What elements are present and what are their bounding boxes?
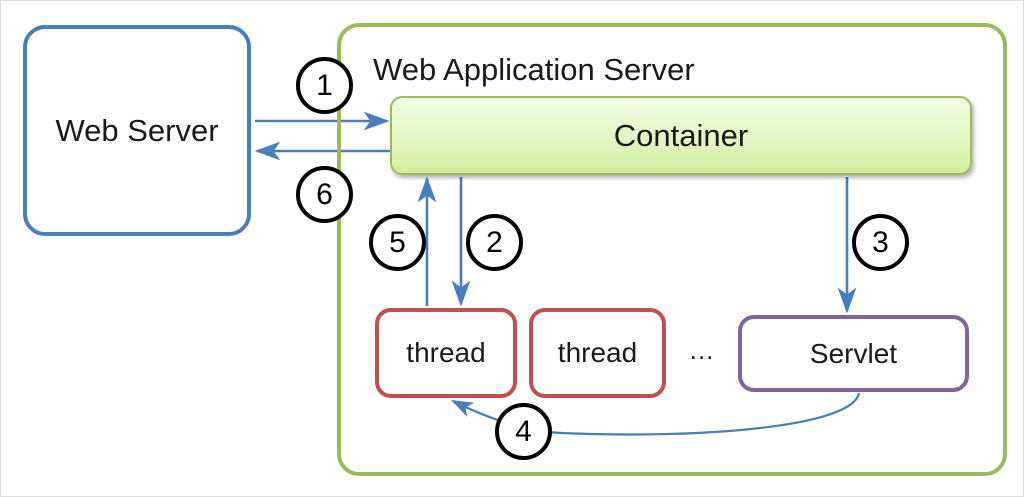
step-badge-6: 6: [296, 166, 353, 223]
thread-box-1[interactable]: [375, 308, 517, 398]
step-badge-1: 1: [296, 57, 353, 114]
step-badge-2: 2: [466, 214, 523, 271]
thread-box-2[interactable]: [529, 308, 666, 398]
web-server-box[interactable]: [23, 25, 251, 236]
arrow-step-4: [451, 392, 861, 436]
step-badge-4: 4: [495, 403, 552, 460]
container-box[interactable]: [390, 96, 972, 175]
web-application-server-frame: [337, 23, 1007, 476]
step-badge-5: 5: [369, 214, 426, 271]
step-badge-3: 3: [852, 214, 909, 271]
more-threads-ellipsis: …: [688, 334, 716, 365]
servlet-box[interactable]: [738, 315, 969, 392]
